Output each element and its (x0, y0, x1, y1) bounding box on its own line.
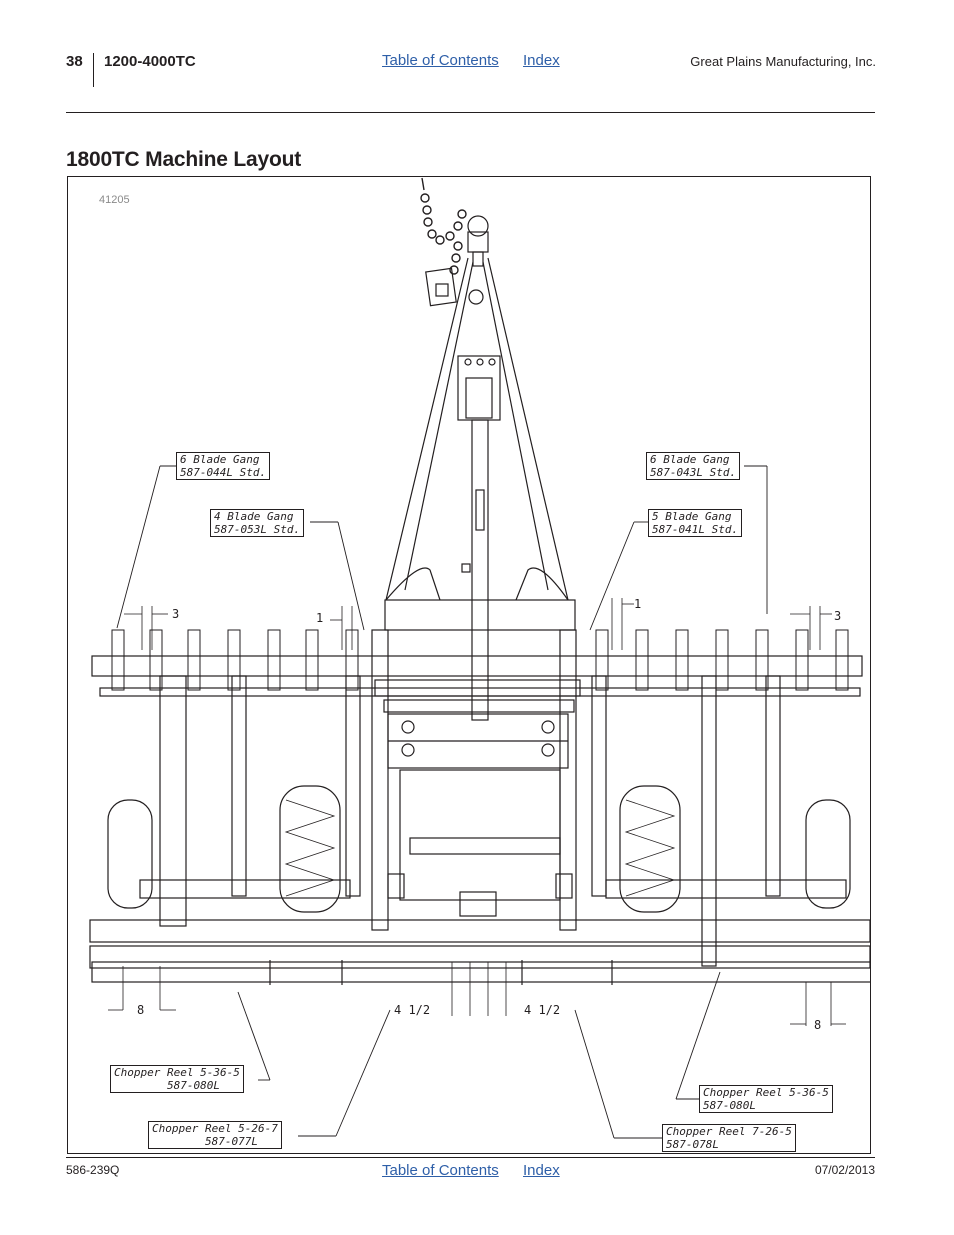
figure-frame (67, 176, 871, 1154)
hitch-jack (425, 267, 484, 307)
dimension-lines (108, 598, 846, 1026)
callout-chopper-reel-7-26-5: Chopper Reel 7-26-5 587-078L (662, 1124, 796, 1152)
callout-chopper-reel-5-26-7: Chopper Reel 5-26-7 587-077L (148, 1121, 282, 1149)
index-link[interactable]: Index (523, 52, 560, 69)
page-title: 1800TC Machine Layout (66, 148, 302, 171)
company-name: Great Plains Manufacturing, Inc. (690, 54, 876, 69)
callout-6-blade-gang-left: 6 Blade Gang 587-044L Std. (176, 452, 271, 480)
dimension-4-1-2-right: 4 1/2 (524, 1003, 561, 1017)
hitch-chain (420, 177, 467, 275)
model-name: 1200-4000TC (104, 53, 196, 70)
leader-lines (116, 465, 768, 1139)
document-number: 586-239Q (66, 1163, 120, 1177)
dimension-8-left: 8 (137, 1003, 145, 1017)
blade-gangs (111, 629, 849, 691)
footer-table-of-contents-link[interactable]: Table of Contents (382, 1162, 499, 1179)
dimension-3-left: 3 (172, 607, 180, 621)
tongue (385, 257, 569, 721)
wheels (107, 785, 851, 913)
machine-layout-drawing (89, 177, 870, 1139)
chopper-reels (89, 919, 870, 985)
side-frames (139, 675, 847, 967)
dimension-1-right: 1 (634, 597, 642, 611)
callout-chopper-reel-5-36-5-right: Chopper Reel 5-36-5 587-080L (699, 1085, 833, 1113)
table-of-contents-link[interactable]: Table of Contents (382, 52, 499, 69)
header-rule (66, 112, 875, 113)
footer-index-link[interactable]: Index (523, 1162, 560, 1179)
main-frame (91, 567, 863, 931)
callout-5-blade-gang: 5 Blade Gang 587-041L Std. (648, 509, 743, 537)
revision-date: 07/02/2013 (814, 1163, 875, 1177)
figure-id: 41205 (99, 194, 130, 206)
dimension-4-1-2-left: 4 1/2 (394, 1003, 431, 1017)
dimension-1-left: 1 (316, 611, 324, 625)
dimension-3-right: 3 (834, 609, 842, 623)
footer-rule (66, 1157, 875, 1158)
dimension-8-right: 8 (814, 1018, 822, 1032)
callout-chopper-reel-5-36-5-left: Chopper Reel 5-36-5 587-080L (110, 1065, 244, 1093)
header-divider (93, 53, 94, 87)
callout-6-blade-gang-right: 6 Blade Gang 587-043L Std. (646, 452, 741, 480)
callout-4-blade-gang: 4 Blade Gang 587-053L Std. (210, 509, 305, 537)
page-number: 38 (66, 53, 83, 70)
hitch-clevis (467, 215, 489, 267)
